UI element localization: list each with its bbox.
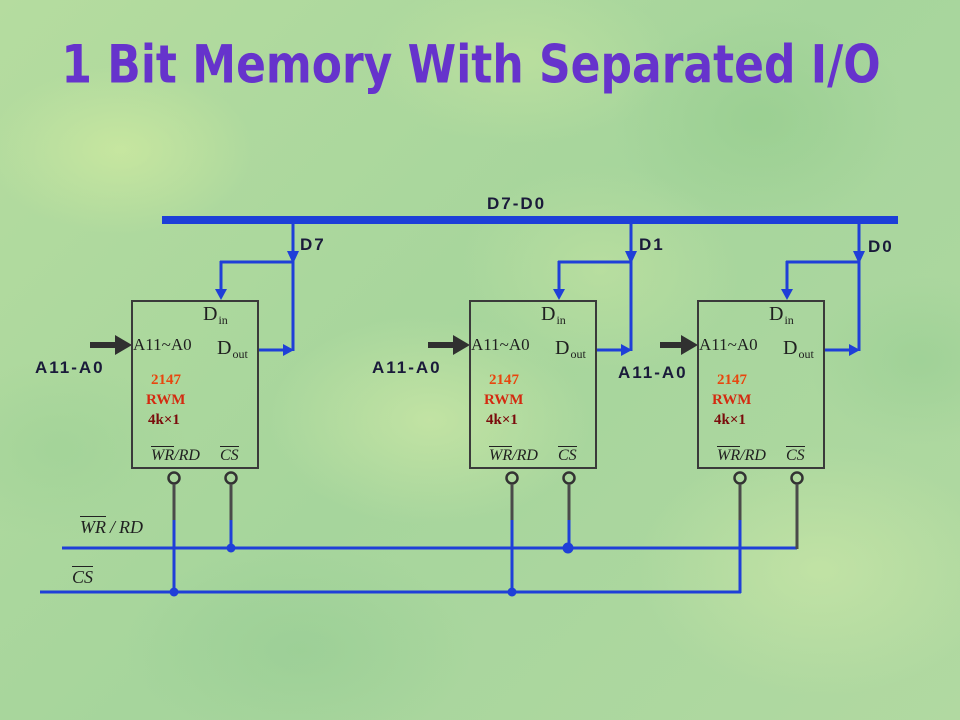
address-input-arrowhead [453,335,470,355]
cs-pin-bubble [790,471,804,485]
bus-down-arrow [287,251,299,264]
din-subscript: in [556,313,566,327]
data-in-label: Din [203,303,228,327]
din-letter: D [769,303,784,325]
part-number: 2147 [717,372,747,388]
rd-label: RD [119,517,144,537]
data-in-label: Din [769,303,794,327]
data-bus-line [162,216,898,224]
chip-select-pin-label: CS [558,446,577,465]
cs-pin-bubble [562,471,576,485]
wr-rd-control-label: WR/RD [80,516,143,537]
wr-rd-pin-bubble [167,471,181,485]
wr-active-low: WR [489,446,513,464]
write-read-pin-label: WR/RD [151,446,200,465]
data-line-label-d1: D1 [639,235,665,254]
chip-d1-wiring [428,222,637,597]
address-bus-label: A11-A0 [372,358,442,377]
slide-title: 1 Bit Memory With Separated I/O [61,34,881,96]
wr-rd-separator: / [110,517,116,537]
cs-control-label: CS [72,566,94,587]
memory-organization: 4k×1 [486,412,518,428]
memory-organization: 4k×1 [714,412,746,428]
chip-select-pin-label: CS [786,446,805,465]
wr-active-low: WR [80,516,106,537]
junction-dot [226,543,236,553]
wr-active-low: WR [717,446,741,464]
rd-label: RD [744,447,766,464]
address-input-arrowhead [115,335,132,355]
data-line-label-d7: D7 [300,235,326,254]
wr-rd-separator: / [174,447,179,464]
dout-arrow [849,344,860,356]
dout-subscript: out [232,347,248,361]
dout-arrow [621,344,632,356]
dout-letter: D [555,337,570,359]
junction-dot [169,587,179,597]
wr-rd-separator: / [740,447,745,464]
memory-chip-d1: Din A11~A0 Dout 2147 RWM 4k×1 WR/RD CS [469,300,597,469]
data-in-label: Din [541,303,566,327]
memory-chip-d0: Din A11~A0 Dout 2147 RWM 4k×1 WR/RD CS [697,300,825,469]
din-arrow [215,289,227,300]
din-letter: D [541,303,556,325]
address-pins-label: A11~A0 [133,335,192,354]
memory-organization: 4k×1 [148,412,180,428]
dout-subscript: out [798,347,814,361]
bus-down-arrow [853,251,865,264]
address-bus-label: A11-A0 [618,363,688,382]
bus-down-arrow [625,251,637,264]
address-pins-label: A11~A0 [471,335,530,354]
part-number: 2147 [489,372,519,388]
chip-select-pin-label: CS [220,446,239,465]
cs-active-low: CS [72,566,94,587]
din-subscript: in [784,313,794,327]
din-arrow [781,289,793,300]
write-read-pin-label: WR/RD [489,446,538,465]
memory-type: RWM [484,392,524,408]
dout-letter: D [783,337,798,359]
din-letter: D [203,303,218,325]
cs-active-low: CS [558,446,577,464]
cs-active-low: CS [786,446,805,464]
part-number: 2147 [151,372,181,388]
write-read-pin-label: WR/RD [717,446,766,465]
address-bus-label: A11-A0 [35,358,105,377]
chip-d7-wiring [90,222,299,597]
din-arrow [553,289,565,300]
rd-label: RD [178,447,200,464]
din-subscript: in [218,313,228,327]
data-bus-label: D7-D0 [487,194,547,213]
data-out-label: Dout [217,337,248,361]
dout-letter: D [217,337,232,359]
memory-type: RWM [712,392,752,408]
memory-chip-d7: Din A11~A0 Dout 2147 RWM 4k×1 WR/RD CS [131,300,259,469]
data-line-label-d0: D0 [868,237,894,256]
address-pins-label: A11~A0 [699,335,758,354]
address-input-arrowhead [681,335,698,355]
cs-active-low: CS [220,446,239,464]
wr-rd-pin-bubble [733,471,747,485]
dout-subscript: out [570,347,586,361]
rd-label: RD [516,447,538,464]
wr-rd-separator: / [512,447,517,464]
wr-rd-pin-bubble [505,471,519,485]
data-out-label: Dout [555,337,586,361]
chip-d0-wiring [660,222,865,593]
cs-pin-bubble [224,471,238,485]
wr-active-low: WR [151,446,175,464]
dout-arrow [283,344,294,356]
memory-type: RWM [146,392,186,408]
data-out-label: Dout [783,337,814,361]
junction-dot [507,587,517,597]
junction-dot [562,542,574,554]
